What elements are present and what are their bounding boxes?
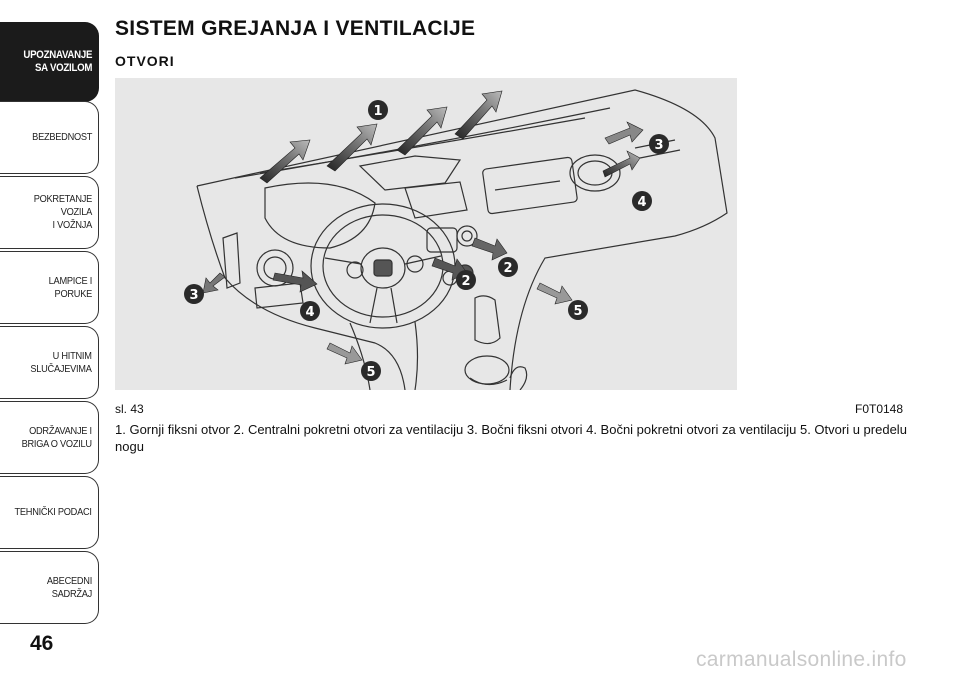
tab-bezbednost[interactable]: BEZBEDNOST [0,101,99,174]
callout-4a: 4 [632,191,652,211]
tab-upoznavanje-sa-vozilom[interactable]: UPOZNAVANJE SA VOZILOM [0,22,99,102]
svg-text:5: 5 [366,365,375,380]
tab-pokretanje-vozila[interactable]: POKRETANJE VOZILA I VOŽNJA [0,176,99,249]
tab-tehnicki-podaci[interactable]: TEHNIČKI PODACI [0,476,99,549]
svg-text:5: 5 [573,304,582,319]
section-subtitle: OTVORI [115,53,175,69]
callout-1: 1 [368,100,388,120]
callout-5a: 5 [568,300,588,320]
svg-text:3: 3 [189,288,198,303]
dashboard-vents-illustration: 1 2 2 3 3 4 4 5 5 [115,78,737,390]
callout-2a: 2 [498,257,518,277]
figure-code: F0T0148 [855,402,904,416]
tab-abecedni-sadrzaj[interactable]: ABECEDNI SADRŽAJ [0,551,99,624]
tab-odrzavanje[interactable]: ODRŽAVANJE I BRIGA O VOZILU [0,401,99,474]
figure-number: sl. 43 [115,402,144,416]
callout-3b: 3 [184,284,204,304]
svg-text:3: 3 [654,138,663,153]
airflow-arrows [202,90,644,365]
tab-u-hitnim-slucajevima[interactable]: U HITNIM SLUČAJEVIMA [0,326,99,399]
callout-4b: 4 [300,301,320,321]
svg-text:2: 2 [503,261,512,276]
callout-3a: 3 [649,134,669,154]
svg-text:4: 4 [637,195,646,210]
watermark: carmanualsonline.info [696,648,907,671]
chapter-sidebar: UPOZNAVANJE SA VOZILOM BEZBEDNOST POKRET… [0,22,100,624]
figure-caption: 1. Gornji fiksni otvor 2. Centralni pokr… [115,422,907,454]
dashboard-drawing: 1 2 2 3 3 4 4 5 5 [184,89,728,390]
callout-2b: 2 [456,270,476,290]
page-number: 46 [30,632,54,655]
svg-text:2: 2 [461,274,470,289]
svg-text:1: 1 [373,104,382,119]
section-title: SISTEM GREJANJA I VENTILACIJE [115,17,476,40]
tab-lampice-i-poruke[interactable]: LAMPICE I PORUKE [0,251,99,324]
svg-text:4: 4 [305,305,314,320]
callout-5b: 5 [361,361,381,381]
